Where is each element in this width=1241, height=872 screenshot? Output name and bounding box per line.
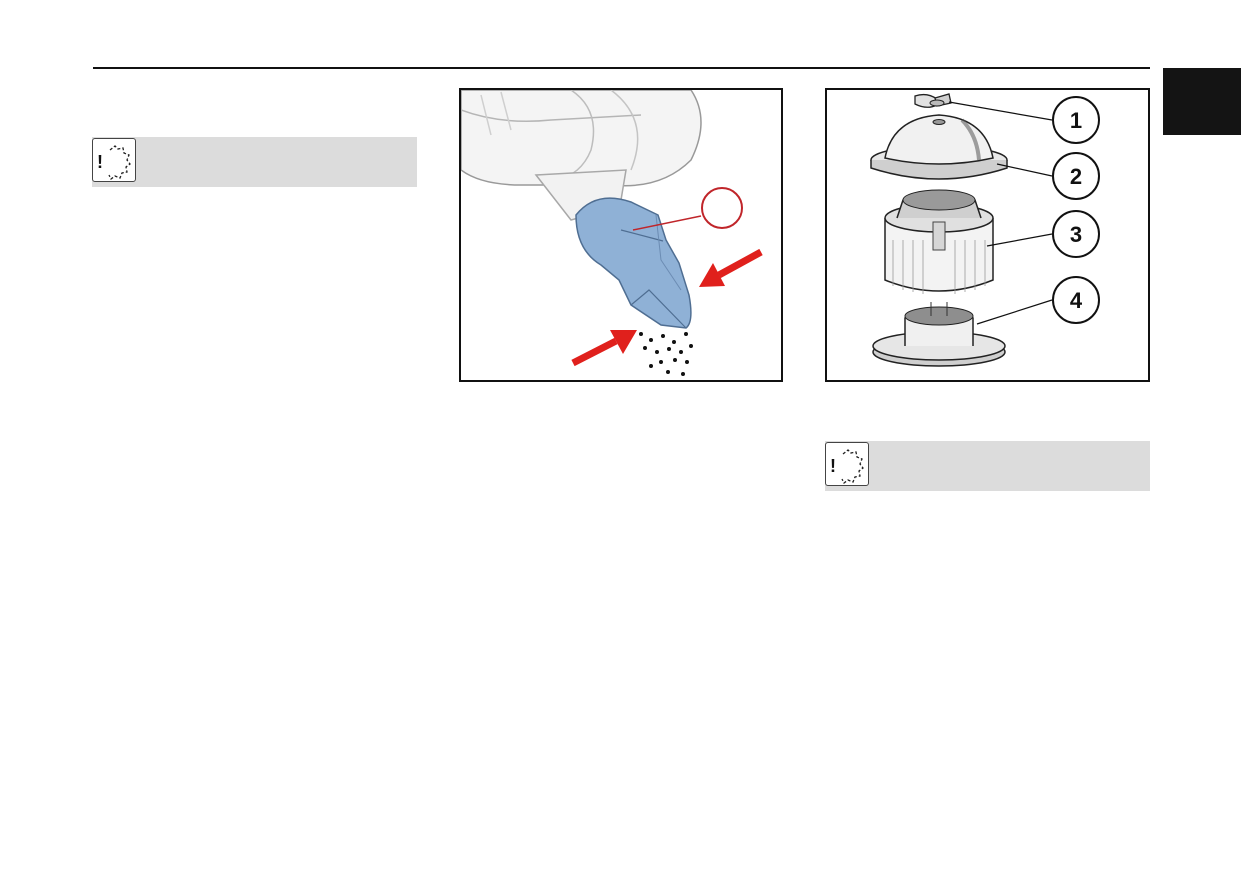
part-callout-4: 4 (1052, 276, 1100, 324)
notice-glyph: ! (830, 456, 836, 476)
svg-text:1: 1 (1070, 108, 1082, 133)
filter-element (884, 189, 994, 294)
press-arrow-left (571, 330, 637, 367)
environment-notice-bar: ! (825, 441, 1150, 491)
part-callout-3: 3 (1052, 210, 1100, 258)
filter-base (872, 302, 1006, 367)
drain-valve (575, 197, 692, 329)
air-filter-parts-figure: 1 2 3 4 (825, 88, 1150, 382)
environment-notice-icon: ! (825, 442, 869, 486)
part-callout-2: 2 (1052, 152, 1100, 200)
dust-particles (639, 332, 693, 376)
svg-text:3: 3 (1070, 222, 1082, 247)
notice-glyph: ! (97, 152, 103, 172)
header-rule (93, 67, 1150, 69)
svg-text:4: 4 (1070, 288, 1083, 313)
wing-nut (914, 93, 952, 108)
part-callout-1: 1 (1052, 96, 1100, 144)
svg-text:2: 2 (1070, 164, 1082, 189)
drain-valve-figure (459, 88, 783, 382)
press-arrow-right (699, 248, 763, 287)
chapter-tab (1163, 68, 1241, 135)
valve-callout-circle (701, 187, 743, 229)
environment-notice-bar: ! (92, 137, 417, 187)
filter-lid (870, 114, 1008, 180)
environment-notice-icon: ! (92, 138, 136, 182)
